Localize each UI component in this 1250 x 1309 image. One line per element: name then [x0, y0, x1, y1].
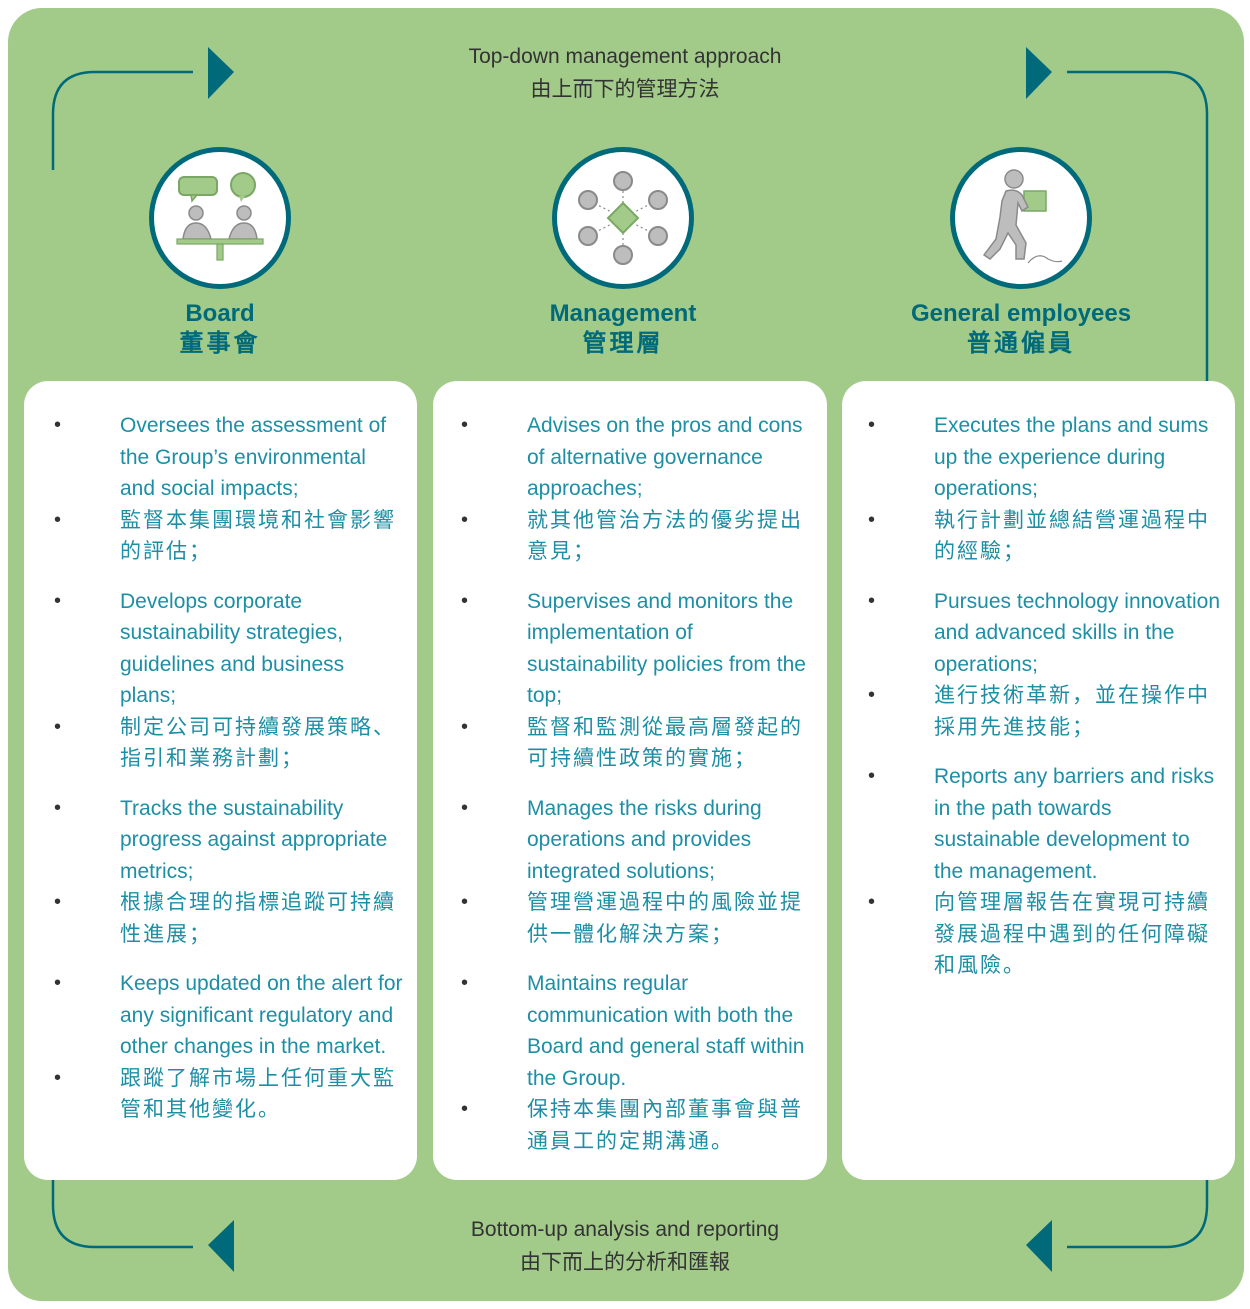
item-text-en: Develops corporate sustainability strate… — [120, 589, 345, 708]
list-item: • Pursues technology innovation and advan… — [864, 586, 1223, 744]
role-management: Management 管理層 — [453, 147, 793, 359]
item-text-zh: 跟蹤了解市場上任何重大監管和其他變化。 — [120, 1066, 396, 1122]
item-text-zh: 執行計劃並總結營運過程中的經驗； — [934, 508, 1210, 564]
item-text-zh: 就其他管治方法的優劣提出意見； — [527, 508, 803, 564]
bullet-icon: • — [54, 589, 62, 612]
role-general-employees: General employees 普通僱員 — [851, 147, 1191, 359]
item-text-zh: 根據合理的指標追蹤可持續性進展； — [120, 891, 396, 946]
item-text-en: Reports any barriers and risks in the pa… — [934, 765, 1215, 883]
bullet-icon: • — [54, 796, 62, 819]
top-down-label: Top-down management approach 由上而下的管理方法 — [300, 40, 950, 106]
list-item: • Tracks the sustainability progress agai… — [50, 793, 405, 951]
item-text-en: Advises on the pros and cons of alternat… — [527, 414, 803, 500]
board-responsibilities-card: • Oversees the assessment of the Group’s … — [24, 381, 417, 1180]
bullet-icon: • — [54, 508, 64, 531]
network-icon — [552, 147, 694, 289]
management-responsibilities-list: • Advises on the pros and cons of alterna… — [457, 410, 815, 1157]
item-text-en: Pursues technology innovation and advanc… — [934, 589, 1221, 676]
bullet-icon: • — [868, 684, 878, 706]
list-item: • Reports any barriers and risks in the p… — [864, 761, 1223, 982]
top-down-label-zh: 由上而下的管理方法 — [530, 78, 720, 101]
management-responsibilities-card: • Advises on the pros and cons of alterna… — [433, 381, 827, 1180]
item-text-zh: 制定公司可持續發展策略、指引和業務計劃； — [120, 715, 396, 771]
bullet-icon: • — [461, 589, 469, 612]
item-text-zh: 監督本集團環境和社會影響的評估； — [120, 508, 396, 564]
item-text-zh: 監督和監測從最高層發起的可持續性政策的實施； — [527, 715, 803, 771]
bullet-icon: • — [54, 715, 64, 738]
bullet-icon: • — [54, 1066, 64, 1089]
bottom-up-label: Bottom-up analysis and reporting 由下而上的分析… — [300, 1213, 950, 1279]
role-title-en: Board — [185, 300, 255, 327]
bullet-icon: • — [461, 715, 471, 738]
bullet-icon: • — [461, 1098, 471, 1120]
item-text-en: Oversees the assessment of the Group’s e… — [120, 414, 387, 500]
item-text-en: Executes the plans and sums up the exper… — [934, 414, 1209, 500]
bullet-icon: • — [461, 891, 471, 913]
top-left-flow-line — [51, 70, 193, 170]
list-item: • Advises on the pros and cons of alterna… — [457, 410, 815, 568]
list-item: • Manages the risks during operations and… — [457, 793, 815, 951]
list-item: • Maintains regular communication with bo… — [457, 968, 815, 1157]
role-title-zh: 普通僱員 — [967, 330, 1075, 357]
list-item: • Oversees the assessment of the Group’s … — [50, 410, 405, 568]
list-item: • Executes the plans and sums up the expe… — [864, 410, 1223, 568]
bullet-icon: • — [461, 414, 469, 436]
bottom-left-arrow-icon — [208, 1220, 234, 1272]
role-title-en: General employees — [910, 300, 1132, 327]
bullet-icon: • — [461, 972, 469, 994]
bullet-icon: • — [54, 891, 64, 913]
bullet-icon: • — [868, 589, 876, 612]
bottom-right-arrow-icon — [1026, 1220, 1052, 1272]
bullet-icon: • — [461, 796, 469, 819]
bullet-icon: • — [868, 508, 878, 531]
bottom-right-flow-line — [1067, 1180, 1209, 1249]
item-text-en: Supervises and monitors the implementati… — [527, 589, 806, 708]
bullet-icon: • — [461, 508, 471, 531]
role-title-en: Management — [549, 300, 697, 327]
item-text-en: Keeps updated on the alert for any signi… — [120, 972, 403, 1058]
bullet-icon: • — [868, 765, 876, 787]
item-text-zh: 保持本集團內部董事會與普通員工的定期溝通。 — [527, 1098, 803, 1153]
item-text-zh: 向管理層報告在實現可持續發展過程中遇到的任何障礙和風險。 — [934, 891, 1210, 977]
bullet-icon: • — [54, 972, 62, 994]
board-responsibilities-list: • Oversees the assessment of the Group’s … — [50, 410, 405, 1126]
list-item: • Develops corporate sustainability strat… — [50, 586, 405, 775]
item-text-zh: 進行技術革新，並在操作中採用先進技能； — [934, 684, 1210, 739]
bullet-icon: • — [868, 414, 876, 436]
list-item: • Supervises and monitors the implementat… — [457, 586, 815, 775]
item-text-en: Maintains regular communication with bot… — [527, 972, 805, 1090]
bottom-up-label-en: Bottom-up analysis and reporting — [470, 1218, 780, 1241]
role-title-zh: 管理層 — [582, 330, 664, 357]
item-text-zh: 管理營運過程中的風險並提供一體化解決方案； — [527, 891, 803, 946]
top-left-arrow-icon — [208, 47, 234, 99]
bottom-up-label-zh: 由下而上的分析和匯報 — [520, 1251, 730, 1274]
worker-carrying-box-icon — [950, 147, 1092, 289]
item-text-en: Tracks the sustainability progress again… — [120, 796, 388, 883]
employees-responsibilities-list: • Executes the plans and sums up the expe… — [864, 410, 1223, 982]
role-title-zh: 董事會 — [179, 330, 261, 357]
top-right-flow-line — [1067, 70, 1209, 382]
item-text-en: Manages the risks during operations and … — [527, 796, 762, 883]
role-board: Board 董事會 — [50, 147, 390, 359]
employees-responsibilities-card: • Executes the plans and sums up the expe… — [842, 381, 1235, 1180]
list-item: • Keeps updated on the alert for any sign… — [50, 968, 405, 1126]
meeting-icon — [149, 147, 291, 289]
top-right-arrow-icon — [1026, 47, 1052, 99]
bullet-icon: • — [868, 891, 878, 913]
bottom-left-flow-line — [51, 1180, 193, 1249]
bullet-icon: • — [54, 414, 62, 436]
top-down-label-en: Top-down management approach — [468, 45, 782, 68]
